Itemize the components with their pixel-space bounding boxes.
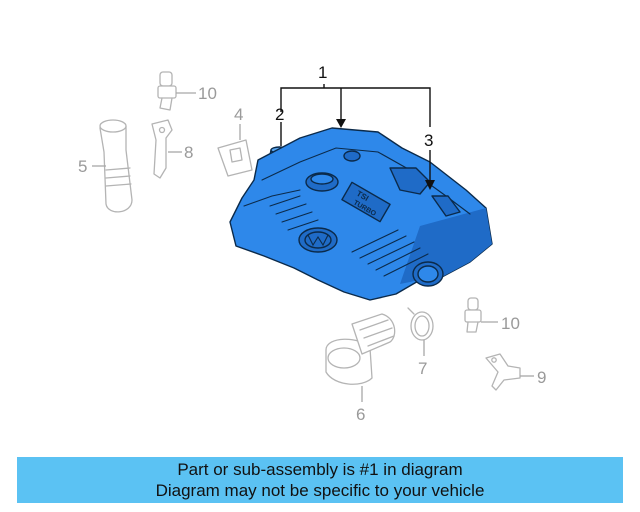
callout-8: 8 (184, 143, 193, 162)
exploded-parts-diagram: TSI TURBO (78, 63, 546, 424)
callout-3-leader (425, 150, 435, 190)
callout-3: 3 (424, 131, 433, 150)
callout-5: 5 (78, 157, 87, 176)
part-4-connector[interactable] (217, 124, 253, 177)
callout-10-upper: 10 (198, 84, 217, 103)
callout-10-lower: 10 (501, 314, 520, 333)
callout-6: 6 (356, 405, 365, 424)
part-7-clamp[interactable] (407, 307, 434, 356)
callout-2: 2 (275, 105, 284, 124)
part-8-bracket[interactable] (151, 119, 182, 179)
banner-line-disclaimer: Diagram may not be specific to your vehi… (155, 481, 485, 500)
part-10-sensor-lower[interactable] (464, 297, 498, 333)
part-9-bracket[interactable] (485, 353, 534, 391)
part-1-engine-cover[interactable]: TSI TURBO (229, 127, 493, 301)
part-6-air-duct[interactable] (325, 313, 396, 402)
part-10-sensor-upper[interactable] (157, 71, 196, 111)
callout-9: 9 (537, 368, 546, 387)
callout-4: 4 (234, 105, 243, 124)
banner-line-assembly-note: Part or sub-assembly is #1 in diagram (177, 460, 463, 479)
callout-1: 1 (318, 63, 327, 82)
callout-7: 7 (418, 359, 427, 378)
callout-1-leaders (280, 84, 431, 128)
info-banner: Part or sub-assembly is #1 in diagram Di… (17, 457, 623, 503)
part-5-intake-hose[interactable] (92, 119, 133, 213)
